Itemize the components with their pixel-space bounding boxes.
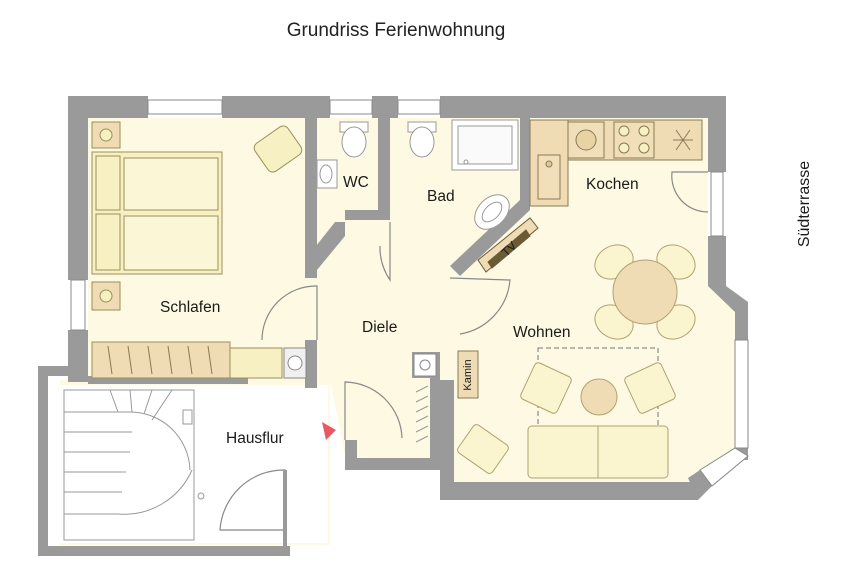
door-wohnen	[449, 277, 511, 335]
door-bad	[379, 222, 391, 282]
door-hausflur	[219, 469, 286, 531]
room-label-hausflur: Hausflur	[226, 430, 284, 447]
staircase	[63, 389, 205, 541]
wardrobe	[91, 341, 231, 379]
room-label-schlafen: Schlafen	[160, 299, 221, 316]
window-bay	[734, 339, 749, 449]
entry-marker	[322, 422, 336, 440]
page-title: Grundriss Ferienwohnung	[286, 20, 506, 41]
armchair-bedroom	[253, 125, 303, 173]
tv-label-box: TV	[490, 227, 528, 271]
terrace-label-box: Südterrasse	[793, 140, 817, 268]
door-bedroom	[261, 285, 318, 341]
kamin-label-box: Kamin	[458, 351, 478, 398]
kitchen-sink	[537, 154, 561, 200]
armchair-right	[624, 362, 676, 414]
window-kitchen	[710, 171, 724, 237]
kitchen	[529, 119, 703, 207]
terrace-label: Südterrasse	[796, 160, 813, 248]
window-bedroom	[147, 99, 223, 115]
room-label-diele: Diele	[362, 319, 398, 336]
armchair-corner	[457, 424, 509, 474]
room-label-bad: Bad	[427, 188, 455, 205]
bedroom-furniture	[91, 121, 307, 379]
tv-label: TV	[498, 238, 520, 260]
dining-set	[594, 244, 696, 340]
door-entry	[344, 381, 403, 440]
room-label-wohnen: Wohnen	[513, 324, 571, 341]
dining-table	[612, 259, 678, 325]
armchair-left	[520, 362, 572, 414]
coffee-table	[580, 378, 618, 416]
window-wc	[329, 99, 373, 115]
window-bedroom-side	[70, 279, 86, 331]
doors	[219, 171, 709, 531]
toilet-wc	[341, 126, 367, 158]
room-label-kochen: Kochen	[586, 176, 639, 193]
nightstand-bottom	[91, 281, 121, 311]
windows	[70, 99, 749, 487]
room-label-wc: WC	[343, 174, 369, 191]
door-hausflur-frame	[283, 470, 287, 546]
toilet-bad	[409, 126, 435, 158]
kamin-label: Kamin	[462, 358, 474, 391]
tv-unit	[477, 217, 539, 273]
coat-rack	[415, 385, 429, 443]
window-bay-corner	[699, 447, 749, 487]
window-bad	[397, 99, 441, 115]
sanitary	[316, 119, 519, 230]
living-furniture	[457, 347, 676, 479]
fireplace	[457, 350, 479, 399]
door-terrace	[671, 171, 709, 213]
